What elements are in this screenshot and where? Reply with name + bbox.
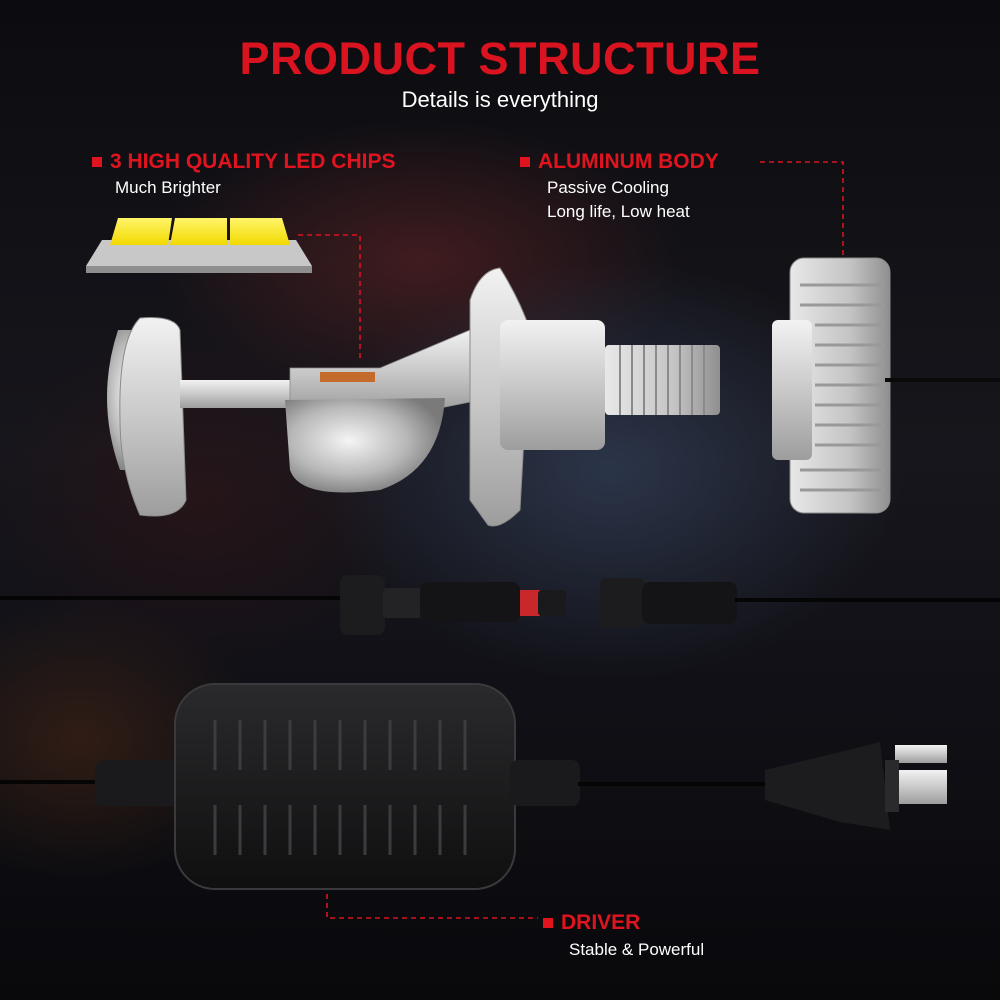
headlight-bulb <box>106 267 720 527</box>
driver-title-text: DRIVER <box>561 911 641 934</box>
aluminum-heatsink <box>772 257 1000 514</box>
led-chip <box>170 218 227 245</box>
bullet-icon <box>92 157 102 167</box>
led-chips-title-text: 3 HIGH QUALITY LED CHIPS <box>110 150 396 173</box>
page-title: PRODUCT STRUCTURE <box>239 33 761 84</box>
connector-cable <box>0 575 1000 635</box>
driver-title: DRIVER <box>543 911 640 935</box>
driver-box <box>0 683 947 890</box>
page-subtitle: Details is everything <box>401 87 599 112</box>
led-chip <box>110 218 172 245</box>
led-chips-title: 3 HIGH QUALITY LED CHIPS <box>92 150 395 174</box>
bullet-icon <box>520 157 530 167</box>
led-chip-board <box>86 218 312 273</box>
aluminum-body-line-2: Long life, Low heat <box>547 202 690 221</box>
led-chips-line-1: Much Brighter <box>115 178 221 197</box>
aluminum-body-line-1: Passive Cooling <box>547 178 669 197</box>
bullet-icon <box>543 918 553 928</box>
led-chip <box>230 218 290 245</box>
leader-lines <box>298 161 844 919</box>
driver-line-1: Stable & Powerful <box>569 940 705 959</box>
aluminum-body-title-text: ALUMINUM BODY <box>538 150 719 173</box>
aluminum-body-title: ALUMINUM BODY <box>520 150 719 174</box>
